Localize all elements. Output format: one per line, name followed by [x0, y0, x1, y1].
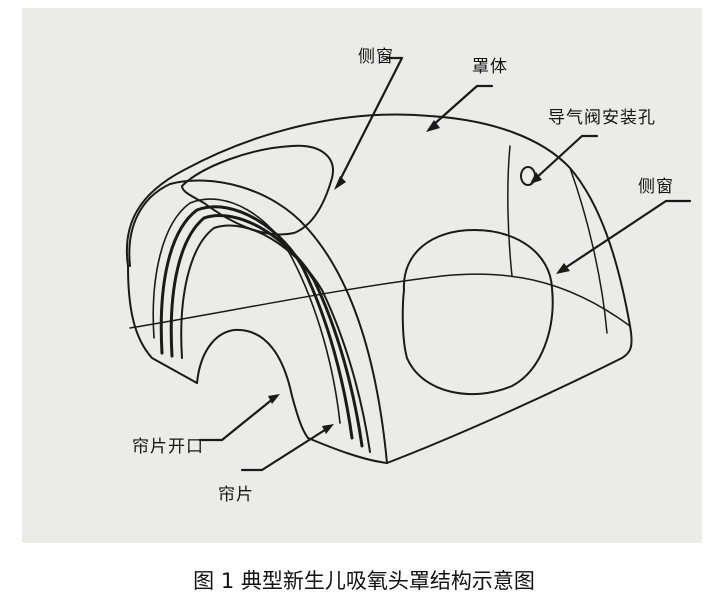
- top-window-outline: [181, 144, 334, 236]
- curtain-band-3: [180, 224, 371, 453]
- leader-lines: [198, 56, 692, 472]
- leader-tip-curtain-opening: [268, 394, 280, 404]
- leader-valve-hole: [532, 134, 599, 182]
- front-arch-inner: [152, 198, 341, 424]
- label-curtain-opening: 帘片开口: [132, 437, 204, 457]
- leader-side-window-top: [338, 56, 404, 182]
- leader-curtain-opening: [198, 396, 276, 442]
- dome-top-outline: [126, 113, 631, 327]
- leader-tip-side-window-top: [334, 176, 346, 190]
- leader-tip-valve-hole: [530, 172, 542, 184]
- label-cover-body: 罩体: [472, 57, 508, 77]
- hood-sketch: [22, 8, 702, 543]
- right-window-outline: [401, 229, 554, 396]
- label-side-window-top: 侧窗: [358, 47, 394, 67]
- leader-tip-curtain: [322, 424, 334, 434]
- leader-tip-side-window-right: [556, 263, 570, 274]
- front-arch-outer: [128, 179, 388, 464]
- back-panel-edge: [507, 145, 513, 277]
- curtain-band-1: [159, 205, 354, 440]
- leader-tip-cover-body: [426, 120, 440, 132]
- figure-caption: 图 1 典型新生儿吸氧头罩结构示意图: [193, 569, 535, 593]
- paper-background: [22, 8, 702, 543]
- label-valve-hole: 导气阀安装孔: [548, 108, 656, 128]
- leader-curtain: [240, 426, 330, 472]
- base-back-edge: [129, 273, 631, 329]
- leader-side-window-right: [560, 199, 692, 272]
- curtain-band-2: [169, 214, 364, 448]
- base-front-rim: [307, 325, 633, 464]
- curtain-opening-edge: [196, 328, 309, 439]
- base-left-rim: [127, 265, 198, 384]
- label-curtain: 帘片: [218, 485, 254, 505]
- leader-cover-body: [430, 84, 494, 128]
- label-side-window-right: 侧窗: [638, 177, 674, 197]
